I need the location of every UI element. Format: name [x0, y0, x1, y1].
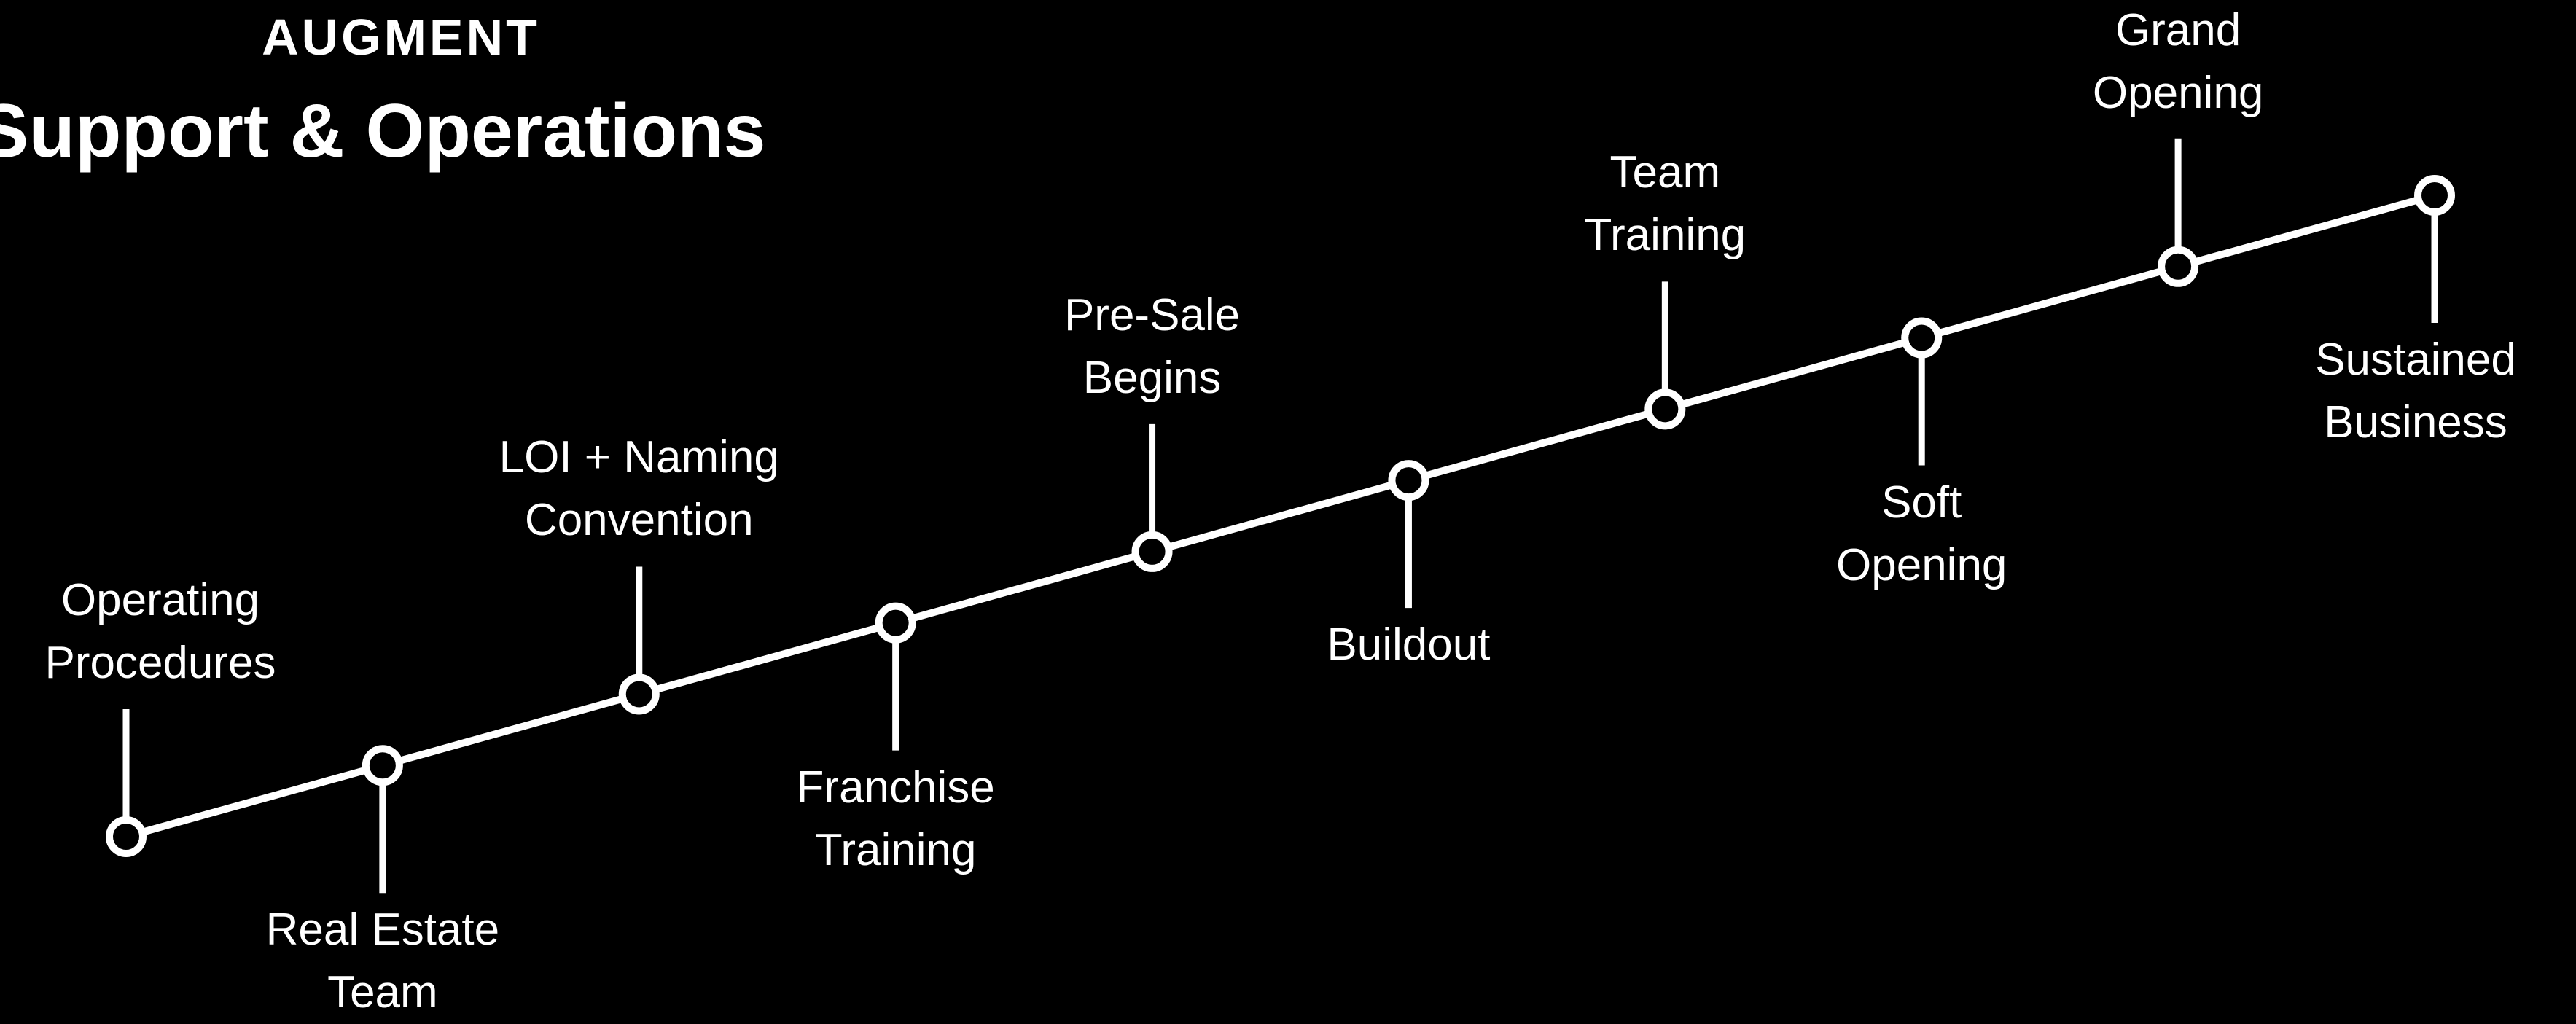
milestone-label-line1: LOI + Naming: [499, 432, 779, 483]
brand-logo: AUGMENT: [262, 9, 540, 66]
milestone-node: [362, 745, 403, 786]
milestone-label-line2: Business: [2324, 397, 2507, 447]
page-title: Support & Operations: [0, 89, 766, 173]
milestone-node: [618, 673, 660, 715]
milestone-label-line1: Sustained: [2315, 335, 2516, 385]
milestone-label-line2: Begins: [1082, 352, 1222, 403]
milestone-node: [1644, 388, 1686, 430]
milestone-node: [1388, 460, 1429, 501]
milestone-label-line1: Buildout: [1327, 620, 1491, 671]
milestone-node: [1901, 317, 1943, 359]
timeline-line: [122, 192, 2438, 840]
milestone-label: Buildout: [1241, 614, 1576, 676]
milestone-node: [1131, 531, 1173, 572]
milestone-label-line1: Real Estate: [265, 904, 500, 955]
milestone-label-line2: Procedures: [44, 638, 276, 688]
milestone-node: [2158, 246, 2199, 287]
milestone-label-line2: Opening: [1836, 539, 2007, 590]
milestone-label-line2: Convention: [524, 495, 754, 546]
milestone-label-line1: Grand: [2115, 4, 2241, 55]
milestone-node: [2414, 175, 2455, 216]
milestone-label-line1: Soft: [1881, 477, 1962, 528]
milestone-label-line1: Operating: [61, 575, 260, 625]
milestone-label-line2: Team: [327, 967, 438, 1018]
milestone-label-line2: Training: [814, 824, 977, 875]
milestone-label-line2: Training: [1584, 210, 1746, 261]
milestone-label-line2: Opening: [2092, 67, 2264, 118]
milestone-label-line1: Franchise: [796, 762, 995, 813]
milestone-node: [106, 816, 147, 857]
milestone-label-line1: Pre-Sale: [1063, 289, 1241, 340]
milestone-label-line1: Team: [1609, 147, 1721, 198]
milestone-node: [875, 602, 916, 644]
